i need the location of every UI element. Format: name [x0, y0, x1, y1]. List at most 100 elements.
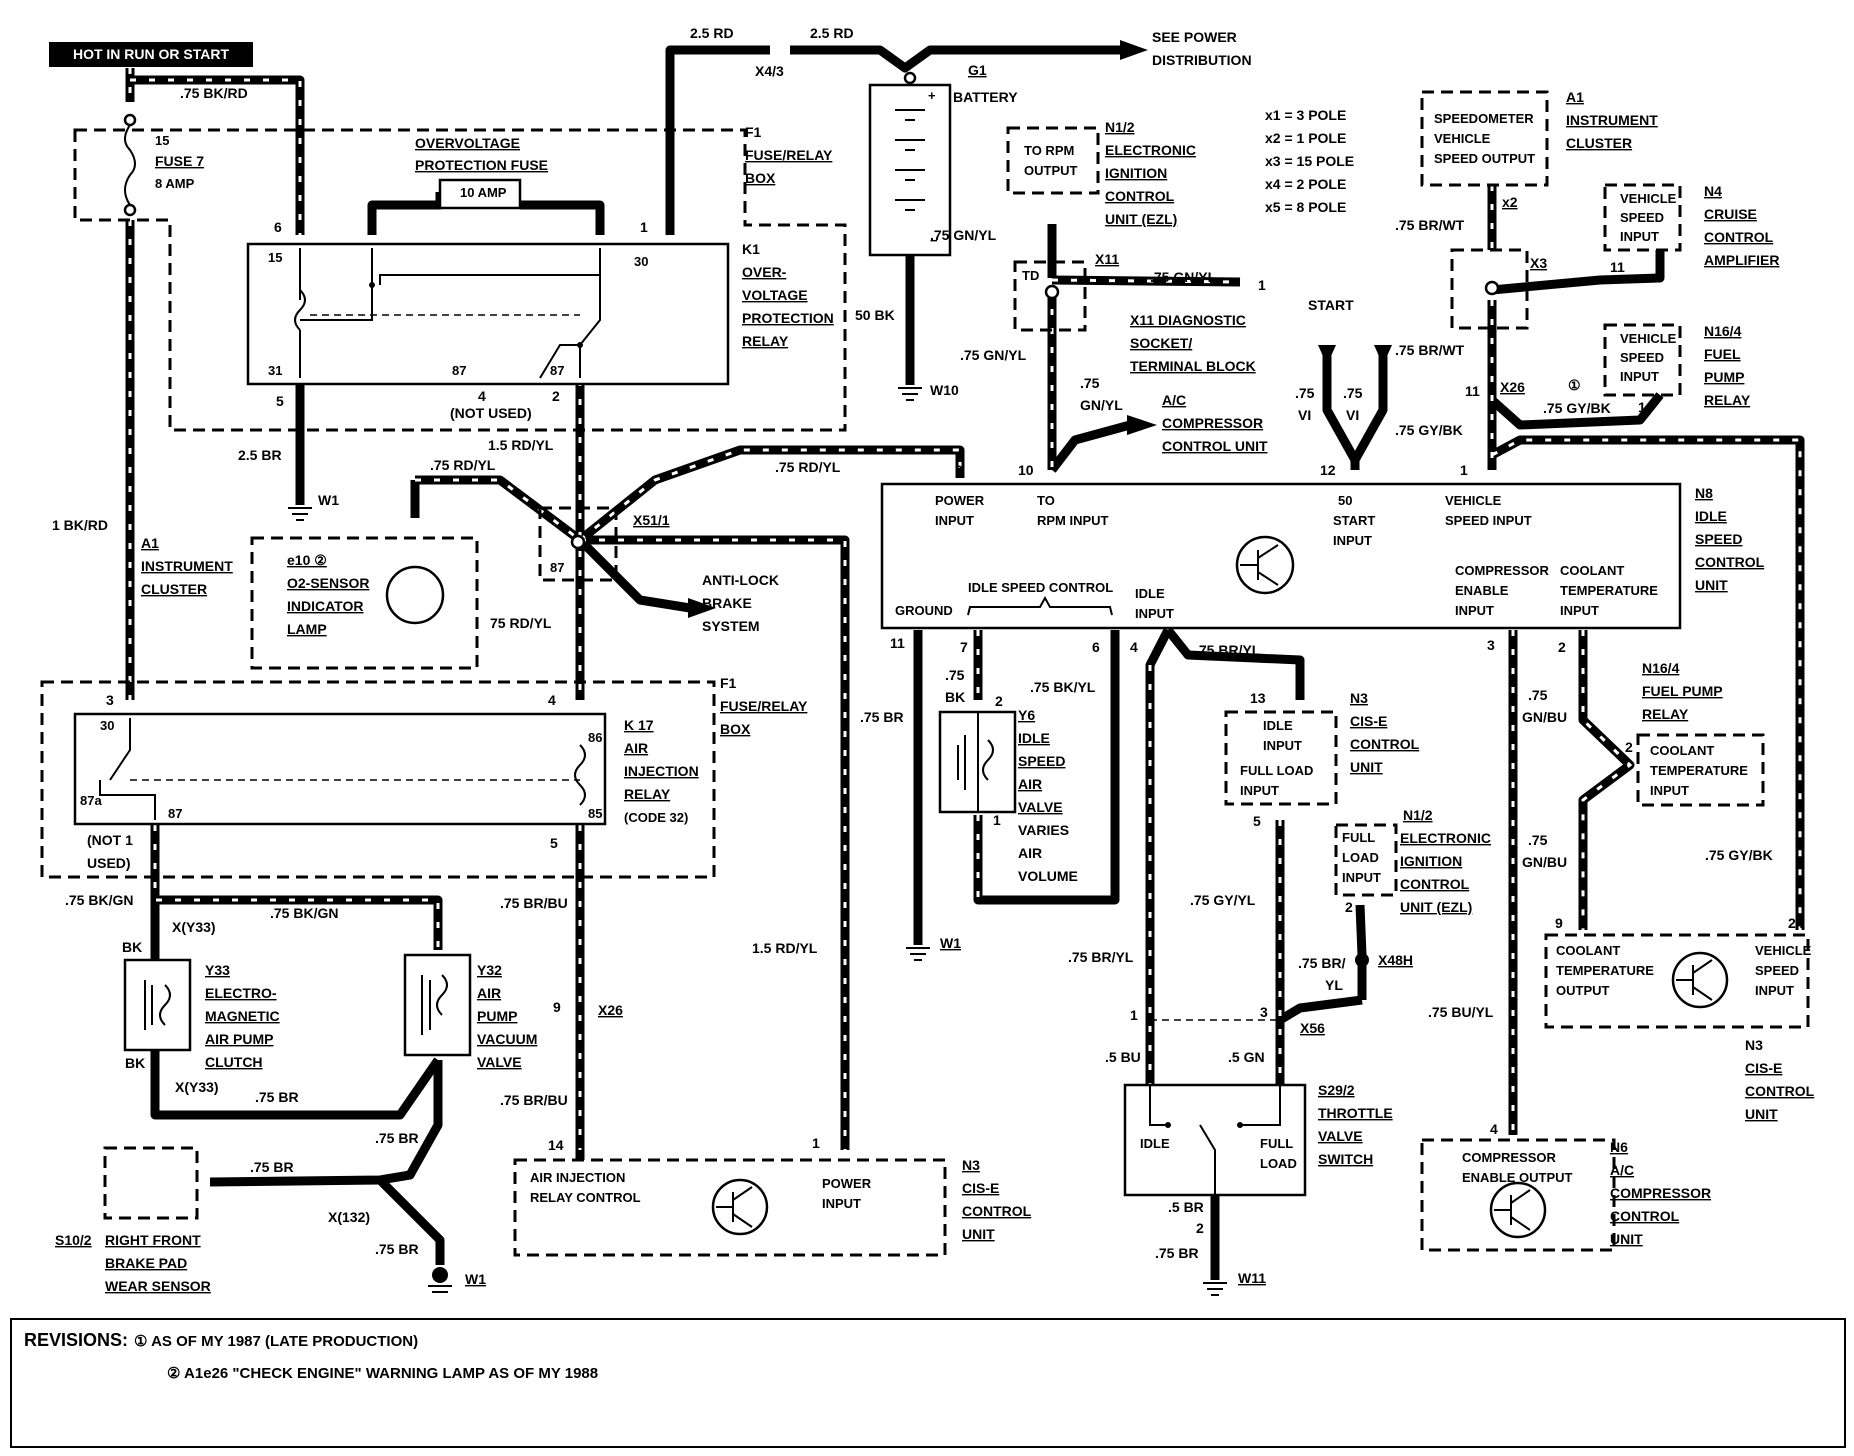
n8-vss1: VEHICLE	[1445, 493, 1502, 508]
fuse7-pin: 15	[155, 133, 169, 148]
k1-l2: VOLTAGE	[742, 287, 808, 303]
x48h-label: X48H	[1378, 952, 1413, 968]
n16-mid-id: N16/4	[1642, 660, 1680, 676]
n8-p3: 3	[1487, 637, 1495, 653]
n1-2-mid-box	[1334, 823, 1398, 897]
f1-mid-l2: BOX	[720, 721, 751, 737]
n4-pin: 11	[1610, 259, 1625, 275]
e10-l3: LAMP	[287, 621, 327, 637]
start-connector-icon	[1318, 345, 1392, 365]
y6-l6: AIR	[1018, 845, 1042, 861]
k1-pin1: 1	[640, 219, 648, 235]
n8-l4: UNIT	[1695, 577, 1728, 593]
n3-mid-box	[1224, 710, 1338, 806]
ground-w1-bottom	[428, 1267, 452, 1293]
n1-2-top-l1: ELECTRONIC	[1105, 142, 1196, 158]
n8-comp3: INPUT	[1455, 603, 1494, 618]
battery-name: BATTERY	[953, 89, 1018, 105]
pole-legend-1: x1 = 3 POLE	[1265, 107, 1346, 123]
a1-bot-p9: 9	[1555, 915, 1563, 931]
y6-l1: IDLE	[1018, 730, 1050, 746]
revision-2: ② A1e26 "CHECK ENGINE" WARNING LAMP AS O…	[167, 1365, 599, 1382]
y32-id: Y32	[477, 962, 502, 978]
f1-fuse-relay-box-top	[73, 128, 847, 432]
x11-pin: TD	[1022, 268, 1039, 283]
n16-top-l2: PUMP	[1704, 369, 1744, 385]
k17-l3: RELAY	[624, 786, 671, 802]
wire-label: .75 BK/GN	[270, 905, 338, 921]
n16-mid-l2: RELAY	[1642, 706, 1689, 722]
n1-2-top-l3: CONTROL	[1105, 188, 1175, 204]
wire-label: VI	[1298, 407, 1311, 423]
n8-ground: GROUND	[895, 603, 953, 618]
wire-label: .75 BU/YL	[1428, 1004, 1494, 1020]
ovp-fuse-rating: 10 AMP	[460, 185, 507, 200]
e10-box	[250, 536, 479, 670]
wire-label: .75 BR/YL	[1195, 642, 1261, 658]
n8-l1: IDLE	[1695, 508, 1727, 524]
s29-l3: SWITCH	[1318, 1151, 1373, 1167]
wire-label: .75 GN/YL	[960, 347, 1027, 363]
n3-right-l3: UNIT	[1745, 1106, 1778, 1122]
wire-label: .75 BK/RD	[180, 85, 248, 101]
n6-box1: COMPRESSOR	[1462, 1150, 1557, 1165]
n16-top-box	[1603, 323, 1682, 397]
wire-label: .75 GN/YL	[930, 227, 997, 243]
n16-mid-box	[1636, 733, 1765, 807]
ovp-fuse-l2: PROTECTION FUSE	[415, 157, 548, 173]
k1-relay	[246, 242, 730, 386]
k17-p86: 86	[588, 730, 602, 745]
ovp-fuse-l1: OVERVOLTAGE	[415, 135, 520, 151]
n3-bot-ai2: RELAY CONTROL	[530, 1190, 641, 1205]
n3-mid-box2: INPUT	[1263, 738, 1302, 753]
wire-label: .75 RD/YL	[775, 459, 841, 475]
n3-bot-l3: UNIT	[962, 1226, 995, 1242]
wire-label: .75 BK/YL	[1030, 679, 1096, 695]
k1-p30: 30	[634, 254, 648, 269]
a1-top-x2: x2	[1502, 194, 1518, 210]
n3-right-id: N3	[1745, 1037, 1763, 1053]
wire-label: .75	[1295, 385, 1315, 401]
wire-label: BK	[945, 689, 965, 705]
n6-l2: COMPRESSOR	[1610, 1185, 1711, 1201]
k1-l1: OVER-	[742, 264, 787, 280]
x56-id: X56	[1300, 1020, 1325, 1036]
y33-bk2: BK	[125, 1055, 145, 1071]
x26-top-id: X26	[1500, 379, 1525, 395]
w10-label: W10	[930, 382, 959, 398]
wire-label: .5 BR	[1168, 1199, 1204, 1215]
a1-top-l1: INSTRUMENT	[1566, 112, 1658, 128]
y32-l2: PUMP	[477, 1008, 517, 1024]
wire-label: .75	[1080, 375, 1100, 391]
n6-l3: CONTROL	[1610, 1208, 1680, 1224]
n3-bot-ai1: AIR INJECTION	[530, 1170, 625, 1185]
y33-l1: ELECTRO-	[205, 985, 277, 1001]
wire-label: .75 GY/BK	[1705, 847, 1773, 863]
wire-label: .75 BR	[375, 1241, 419, 1257]
wire-label: .75 BR	[1155, 1245, 1199, 1261]
see-power-l1: SEE POWER	[1152, 29, 1237, 45]
x11-l3: TERMINAL BLOCK	[1130, 358, 1256, 374]
n16-mid-box3: INPUT	[1650, 783, 1689, 798]
ground-w1-top	[288, 507, 312, 521]
a1-bot-box4: VEHICLE	[1755, 943, 1812, 958]
n6-box	[1420, 1138, 1616, 1252]
k17-p30: 30	[100, 718, 114, 733]
n8-start2: START	[1333, 513, 1375, 528]
y6-l2: SPEED	[1018, 753, 1065, 769]
wire-label: X4/3	[755, 63, 784, 79]
n1-2-top-id: N1/2	[1105, 119, 1135, 135]
a1-top-box2: VEHICLE	[1434, 131, 1491, 146]
x3-box	[1450, 248, 1529, 330]
e10-l1: O2-SENSOR	[287, 575, 369, 591]
wire-label: .5 GN	[1228, 1049, 1265, 1065]
n16-top-id: N16/4	[1704, 323, 1742, 339]
a1-top-box3: SPEED OUTPUT	[1434, 151, 1535, 166]
pole-legend-3: x3 = 15 POLE	[1265, 153, 1354, 169]
e10-l2: INDICATOR	[287, 598, 363, 614]
wire-label: 2.5 RD	[690, 25, 734, 41]
w1-top-id: W1	[318, 492, 339, 508]
abs-l1: ANTI-LOCK	[702, 572, 779, 588]
n4-l2: CONTROL	[1704, 229, 1774, 245]
n1-2-mid-box3: INPUT	[1342, 870, 1381, 885]
